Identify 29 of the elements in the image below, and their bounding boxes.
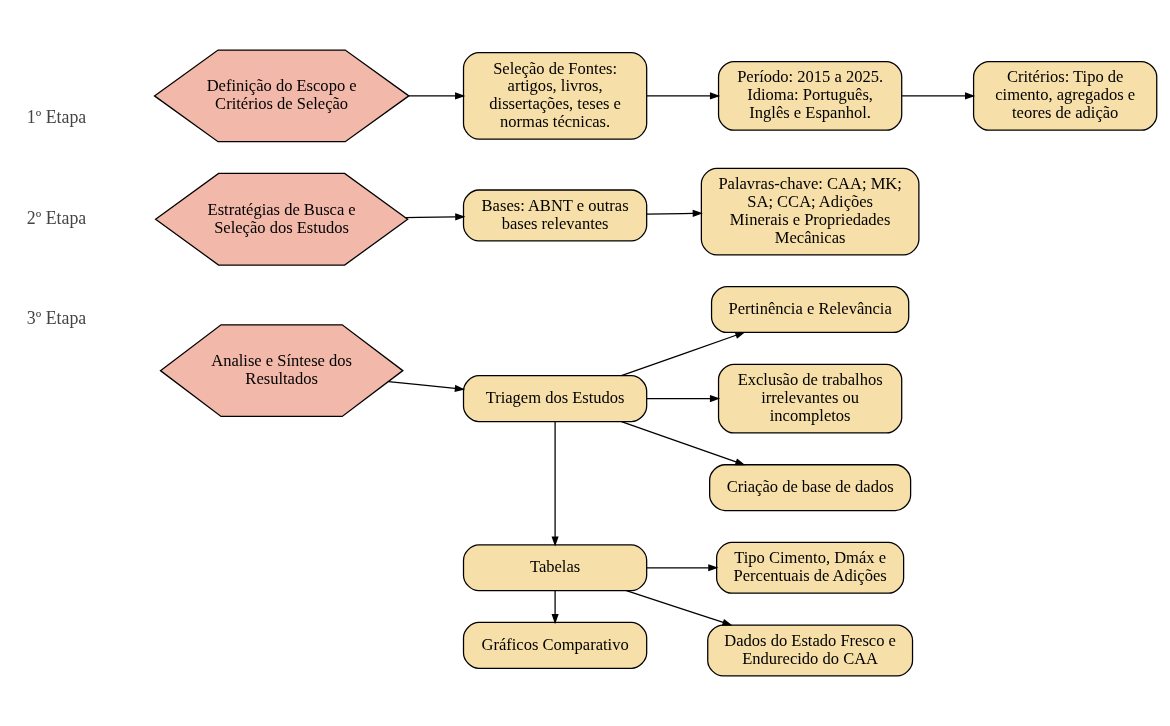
node-box: Dados do Estado Fresco e Endurecido do CAA [707, 624, 914, 677]
node-box: Período: 2015 a 2025. Idioma: Português, Inglês e Espanhol. [717, 60, 903, 131]
node-box: Triagem dos Estudos [462, 375, 648, 423]
arrow [551, 421, 559, 547]
node-box: Palavras-chave: CAA; MK; SA; CCA; Adições Minerais e Propriedades Mecânicas [700, 167, 920, 256]
node-box: Criação de base de dados [709, 464, 912, 512]
arrow [901, 92, 976, 100]
arrow [620, 331, 746, 377]
label: 1º Etapa [26, 107, 87, 128]
node-box: Critérios: Tipo de cimento, agregados e teores de adição [972, 60, 1158, 131]
arrow [625, 590, 733, 626]
node-box: Tipo Cimento, Dmáx e Percentuais de Adições [716, 541, 905, 594]
node-box: Pertinência e Relevância [710, 286, 910, 334]
arrow [551, 590, 559, 625]
node-box: Gráficos Comparativo [462, 621, 648, 669]
arrow [387, 380, 465, 392]
arrow [408, 92, 466, 100]
arrow [405, 213, 466, 221]
node-box: Tabelas [462, 544, 648, 592]
arrow [646, 209, 703, 217]
arrow [646, 395, 721, 403]
node-box: Bases: ABNT e outras bases relevantes [462, 189, 648, 242]
label: 2º Etapa [26, 207, 87, 228]
arrow [620, 420, 746, 466]
arrow [646, 564, 719, 572]
node-box: Seleção de Fontes: artigos, livros, dissertações, teses e normas técnicas. [462, 52, 648, 140]
arrow [646, 92, 721, 100]
node-box: Exclusão de trabalhos irrelevantes ou incompletos [717, 363, 903, 434]
label: 3º Etapa [26, 308, 87, 329]
